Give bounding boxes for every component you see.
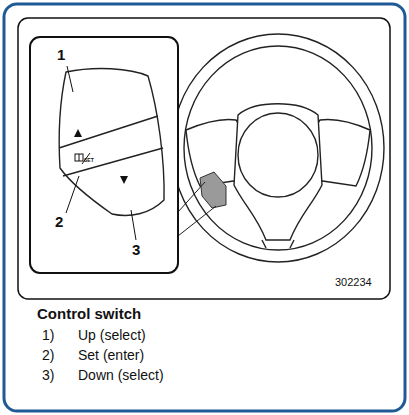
control-switch bbox=[59, 69, 164, 216]
list-number: 1) bbox=[42, 328, 54, 343]
callout-number: 3 bbox=[132, 242, 140, 259]
figure-number: 302234 bbox=[335, 276, 372, 288]
outer-border bbox=[4, 4, 405, 411]
callout-number: 1 bbox=[57, 47, 65, 64]
list-number: 2) bbox=[42, 348, 54, 363]
zoom-line bbox=[178, 182, 216, 236]
list-text: Up (select) bbox=[78, 328, 146, 343]
down-triangle bbox=[120, 176, 128, 184]
steering-wheel bbox=[172, 34, 384, 262]
up-triangle bbox=[74, 129, 82, 137]
list-text: Set (enter) bbox=[78, 348, 144, 363]
caption: Control switch bbox=[37, 306, 141, 323]
list-number: 3) bbox=[42, 368, 54, 383]
switch-text: SET bbox=[84, 158, 94, 164]
callout-number: 2 bbox=[55, 214, 63, 231]
leader-line bbox=[66, 66, 136, 240]
switch-location bbox=[200, 172, 226, 208]
figure-frame bbox=[18, 18, 390, 299]
inset-frame bbox=[30, 37, 178, 273]
list-text: Down (select) bbox=[78, 368, 164, 383]
